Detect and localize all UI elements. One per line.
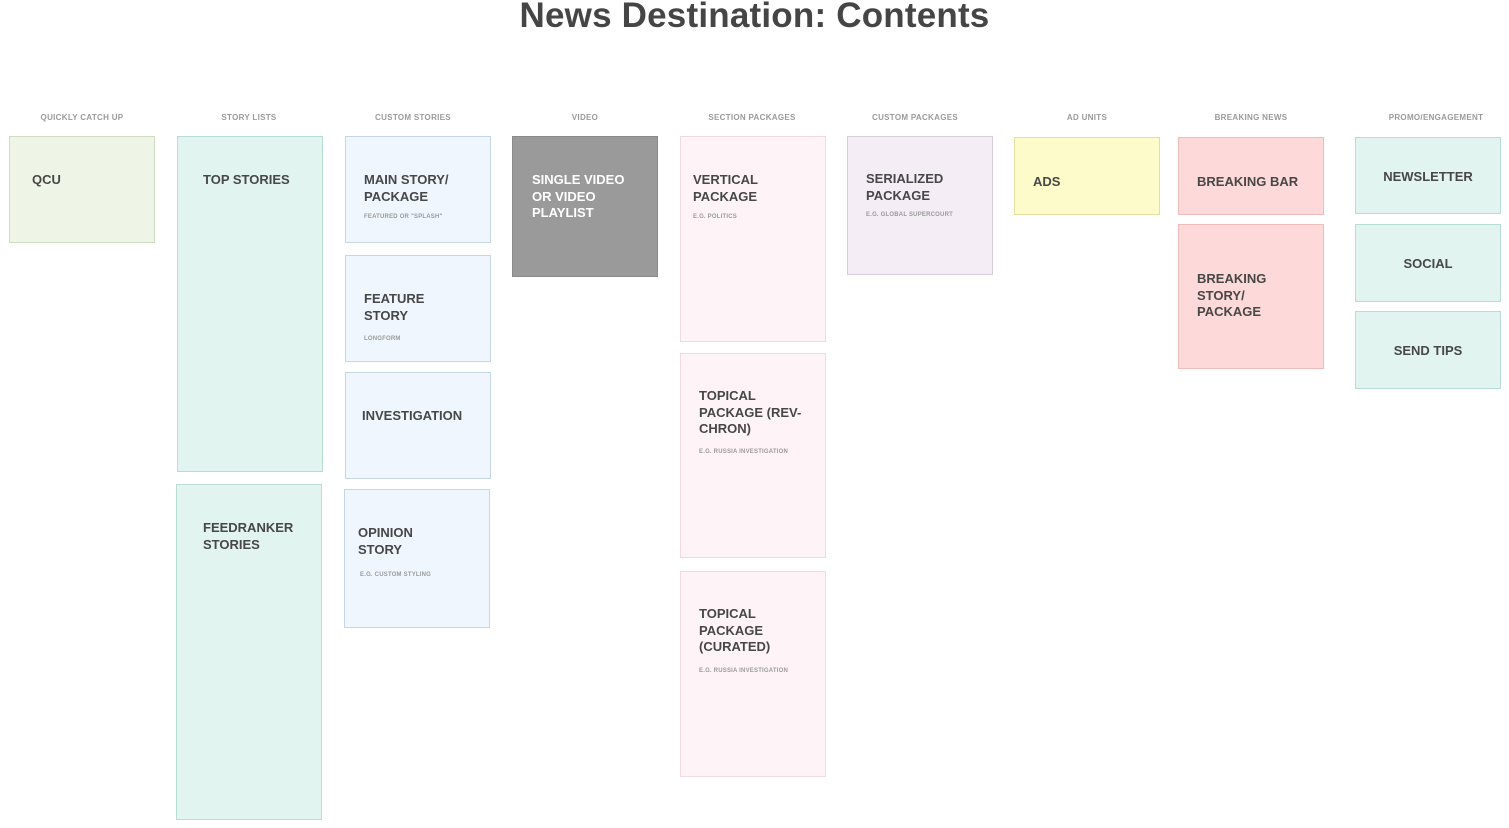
card-label: TOP STORIES xyxy=(203,172,290,187)
card-label: FEEDRANKER STORIES xyxy=(203,520,294,552)
column-label-custom-packages: CUSTOM PACKAGES xyxy=(872,113,958,122)
card-label: SEND TIPS xyxy=(1393,343,1463,358)
card-label: NEWSLETTER xyxy=(1383,169,1473,184)
card-vertical-package: VERTICAL PACKAGE E.G. POLITICS xyxy=(680,136,826,342)
card-label: FEATURE STORY xyxy=(364,291,425,323)
card-label: SINGLE VIDEO OR VIDEO PLAYLIST xyxy=(532,172,625,220)
card-social: SOCIAL xyxy=(1355,224,1501,302)
column-label-promo-engagement: PROMO/ENGAGEMENT xyxy=(1388,113,1484,122)
card-label: BREAKING STORY/ PACKAGE xyxy=(1197,271,1267,319)
column-label-breaking-news: BREAKING NEWS xyxy=(1214,113,1288,122)
card-label: INVESTIGATION xyxy=(362,408,463,423)
card-label: MAIN STORY/ PACKAGE xyxy=(364,172,449,204)
card-send-tips: SEND TIPS xyxy=(1355,311,1501,389)
card-sublabel: E.G. POLITICS xyxy=(693,214,737,220)
card-sublabel: E.G. RUSSIA INVESTIGATION xyxy=(699,449,789,455)
card-topical-package-revchron: TOPICAL PACKAGE (REV-CHRON) E.G. RUSSIA … xyxy=(680,353,826,558)
card-label: ADS xyxy=(1033,174,1061,189)
card-feedranker-stories: FEEDRANKER STORIES xyxy=(176,484,322,820)
card-sublabel: E.G. RUSSIA INVESTIGATION xyxy=(699,668,789,674)
card-serialized-package: SERIALIZED PACKAGE E.G. GLOBAL SUPERCOUR… xyxy=(847,136,993,275)
card-ads: ADS xyxy=(1014,137,1160,215)
card-sublabel: E.G. GLOBAL SUPERCOURT xyxy=(866,212,953,218)
page-title: News Destination: Contents xyxy=(519,0,990,35)
column-label-custom-stories: CUSTOM STORIES xyxy=(375,113,451,122)
card-investigation: INVESTIGATION xyxy=(345,372,491,479)
column-label-quickly-catch-up: QUICKLY CATCH UP xyxy=(40,113,124,122)
card-label: SOCIAL xyxy=(1403,256,1453,271)
card-label: OPINION STORY xyxy=(358,525,413,557)
card-newsletter: NEWSLETTER xyxy=(1355,137,1501,214)
card-sublabel: FEATURED OR "SPLASH" xyxy=(364,214,443,220)
column-label-story-lists: STORY LISTS xyxy=(221,113,277,122)
card-label: TOPICAL PACKAGE (CURATED) xyxy=(699,606,771,654)
card-label: VERTICAL PACKAGE xyxy=(693,172,758,204)
card-sublabel: LONGFORM xyxy=(364,336,401,342)
card-qcu: QCU xyxy=(9,136,155,243)
card-main-story-package: MAIN STORY/ PACKAGE FEATURED OR "SPLASH" xyxy=(345,136,491,243)
card-top-stories: TOP STORIES xyxy=(177,136,323,472)
card-feature-story: FEATURE STORY LONGFORM xyxy=(345,255,491,362)
column-label-ad-units: AD UNITS xyxy=(1066,113,1108,122)
card-label: TOPICAL PACKAGE (REV-CHRON) xyxy=(699,388,802,436)
card-breaking-story-package: BREAKING STORY/ PACKAGE xyxy=(1178,224,1324,369)
column-label-video: VIDEO xyxy=(571,113,599,122)
column-label-section-packages: SECTION PACKAGES xyxy=(708,113,796,122)
card-breaking-bar: BREAKING BAR xyxy=(1178,137,1324,215)
card-label: BREAKING BAR xyxy=(1197,174,1299,189)
card-sublabel: E.G. CUSTOM STYLING xyxy=(360,572,432,578)
card-label: SERIALIZED PACKAGE xyxy=(866,171,944,203)
card-label: QCU xyxy=(32,172,61,187)
card-topical-package-curated: TOPICAL PACKAGE (CURATED) E.G. RUSSIA IN… xyxy=(680,571,826,777)
card-single-video: SINGLE VIDEO OR VIDEO PLAYLIST xyxy=(512,136,658,277)
card-opinion-story: OPINION STORY E.G. CUSTOM STYLING xyxy=(344,489,490,628)
